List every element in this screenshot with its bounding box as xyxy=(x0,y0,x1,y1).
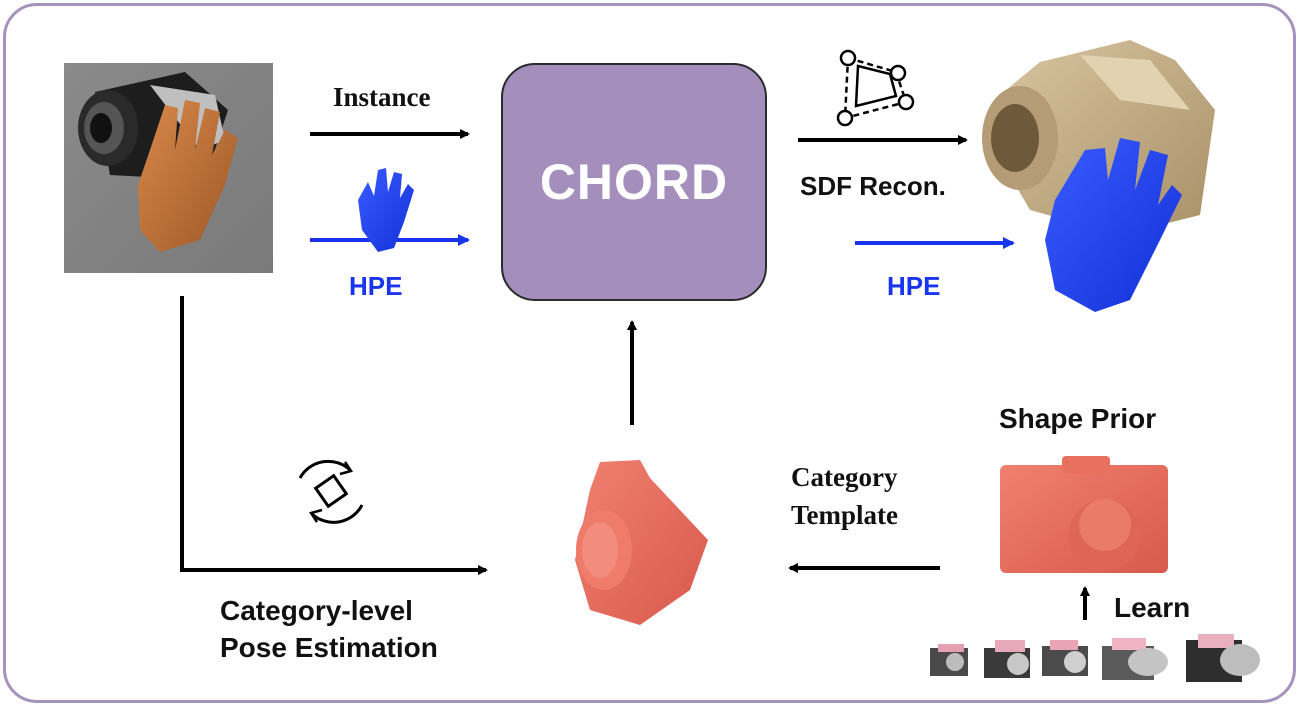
pose-label-line2: Pose Estimation xyxy=(220,632,438,663)
rotation-pose-icon xyxy=(298,459,364,524)
sdf-recon-label: SDF Recon. xyxy=(800,171,946,201)
hpe-input-label: HPE xyxy=(349,271,403,301)
category-template-mesh xyxy=(575,460,708,625)
hpe-output-label: HPE xyxy=(887,271,941,301)
pose-label-line1: Category-level xyxy=(220,595,413,626)
chord-core-box: CHORD xyxy=(501,63,767,301)
reconstructed-camera-hand xyxy=(982,40,1215,312)
training-camera-thumbnails xyxy=(930,634,1260,682)
shape-prior-label: Shape Prior xyxy=(999,403,1157,434)
learn-label: Learn xyxy=(1114,592,1191,623)
sdf-polygon-icon xyxy=(836,49,915,127)
input-image-hand-camera xyxy=(64,63,273,273)
instance-label: Instance xyxy=(333,82,431,112)
pose-elbow-arrow xyxy=(180,296,488,575)
shape-prior-mesh xyxy=(1000,456,1168,573)
chord-label: CHORD xyxy=(539,154,729,210)
template-label-line2: Template xyxy=(791,500,898,530)
blue-hand-icon xyxy=(358,168,414,252)
template-label-line1: Category xyxy=(791,462,898,492)
